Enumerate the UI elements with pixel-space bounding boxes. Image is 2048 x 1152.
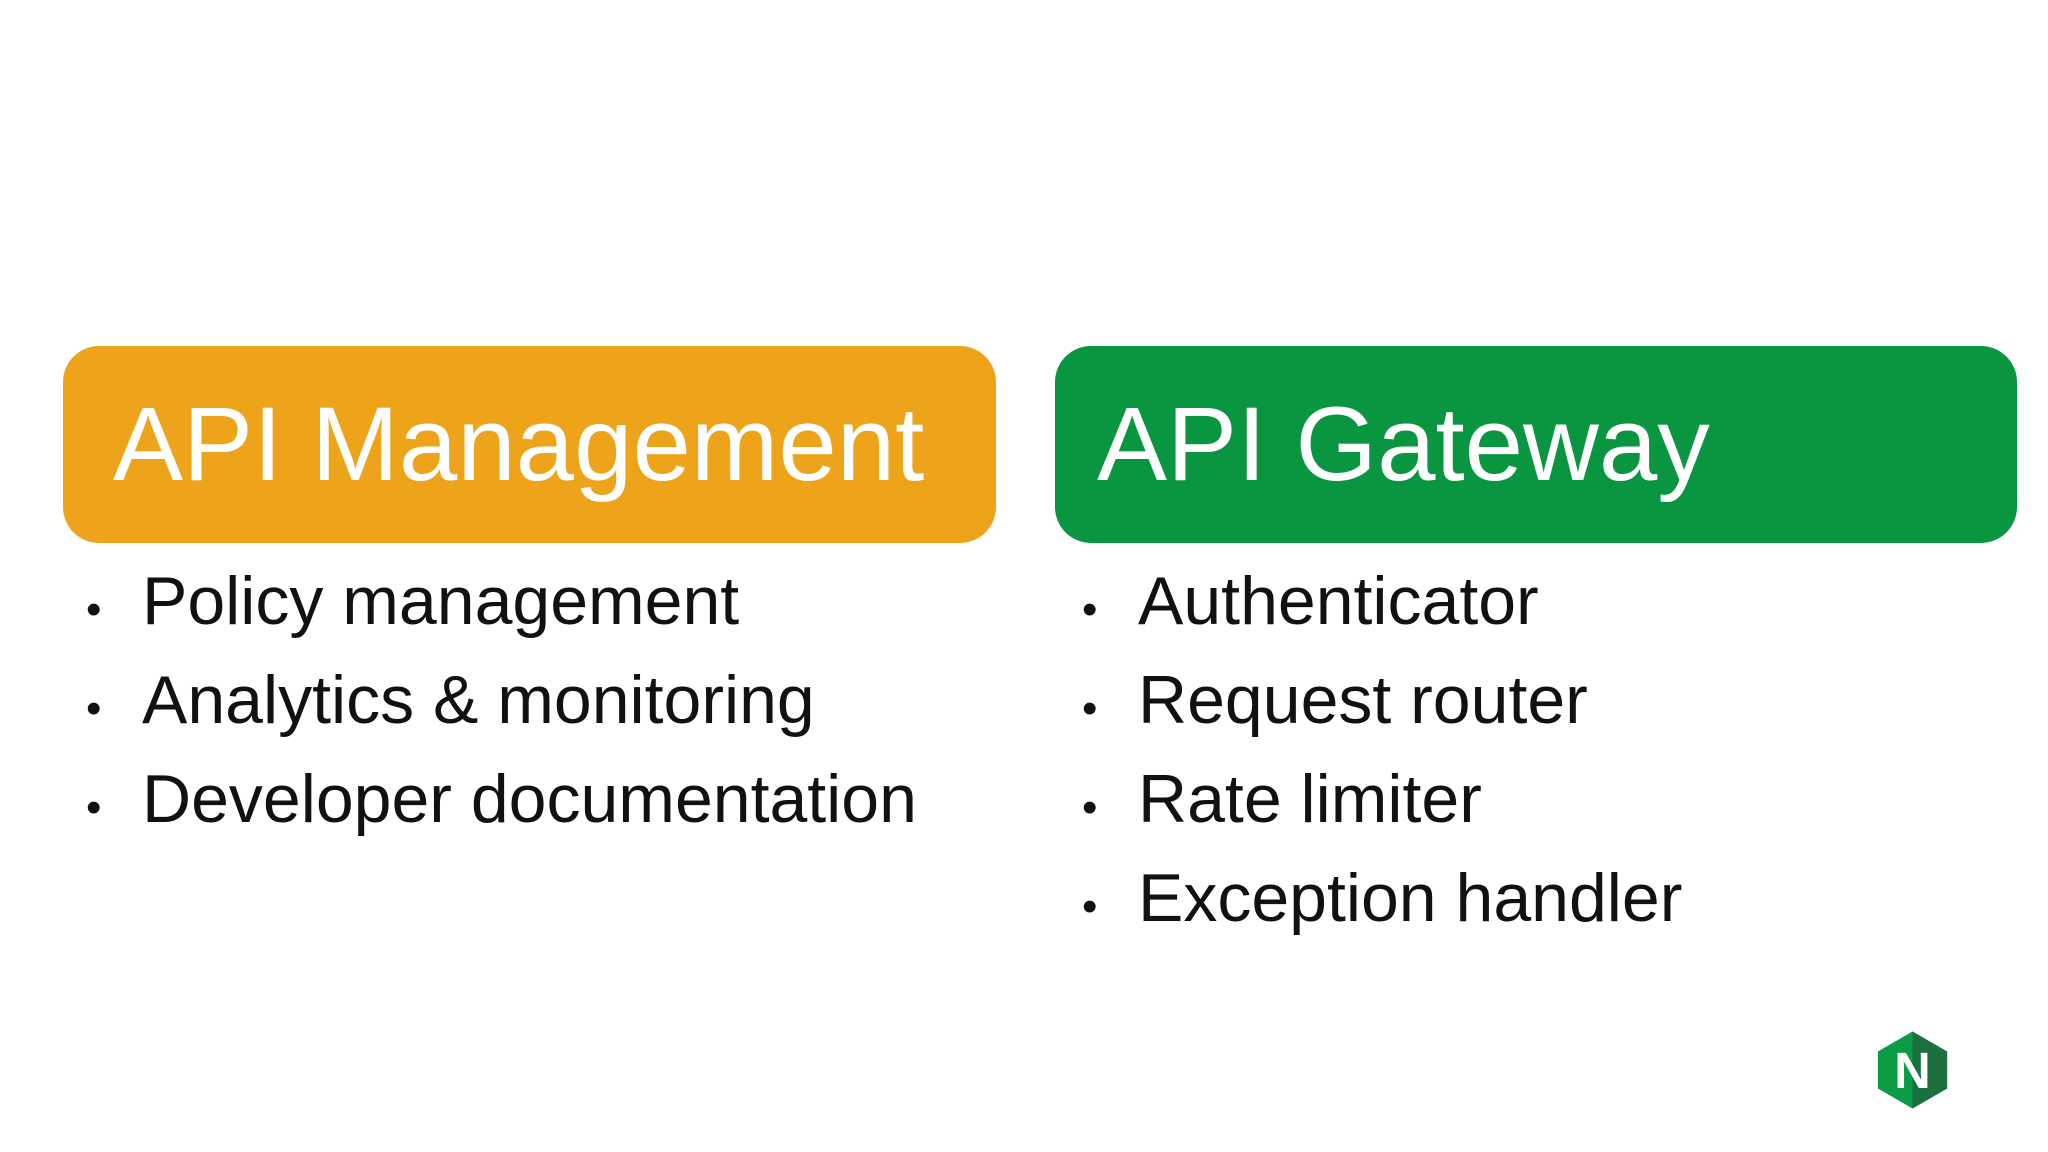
bullet-text: Policy management <box>142 563 740 639</box>
bullet-text: Analytics & monitoring <box>142 662 815 738</box>
bullet-dot: • <box>1082 783 1098 832</box>
api-gateway-header: API Gateway <box>1055 346 2017 543</box>
bullet-dot: • <box>1082 684 1098 733</box>
bullet-text: Request router <box>1138 662 1588 738</box>
bullet-item: • Request router <box>1082 655 1682 754</box>
bullet-item: • Analytics & monitoring <box>86 655 917 754</box>
bullet-item: • Policy management <box>86 556 917 655</box>
bullet-dot: • <box>86 684 102 733</box>
api-management-header: API Management <box>63 346 996 543</box>
nginx-letter: N <box>1894 1042 1931 1099</box>
bullet-text: Authenticator <box>1138 563 1539 639</box>
nginx-hexagon-side <box>1912 1031 1948 1109</box>
bullet-item: • Rate limiter <box>1082 754 1682 853</box>
bullet-text: Rate limiter <box>1138 761 1482 837</box>
bullet-dot: • <box>86 585 102 634</box>
bullet-text: Exception handler <box>1138 860 1683 936</box>
bullet-item: • Authenticator <box>1082 556 1682 655</box>
api-management-bullet-list: • Policy management • Analytics & monito… <box>86 556 917 853</box>
bullet-text: Developer documentation <box>142 761 917 837</box>
bullet-dot: • <box>1082 585 1098 634</box>
api-gateway-title: API Gateway <box>1097 386 1710 503</box>
bullet-dot: • <box>86 783 102 832</box>
api-gateway-bullet-list: • Authenticator • Request router • Rate … <box>1082 556 1682 952</box>
bullet-item: • Developer documentation <box>86 754 917 853</box>
bullet-item: • Exception handler <box>1082 853 1682 952</box>
nginx-logo: N <box>1874 1030 1951 1110</box>
api-management-title: API Management <box>113 386 925 503</box>
bullet-dot: • <box>1082 882 1098 931</box>
